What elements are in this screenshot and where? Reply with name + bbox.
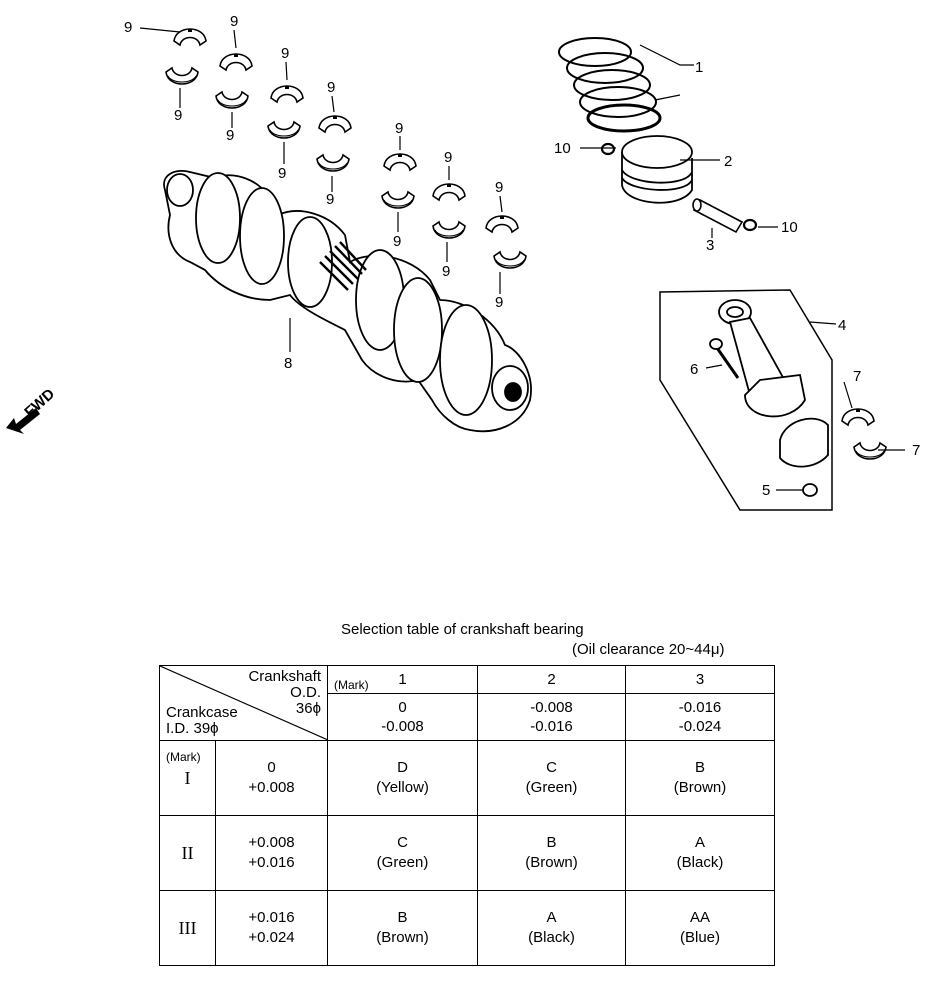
callout-9: 9	[395, 120, 403, 137]
piston	[621, 135, 693, 204]
bearing-cell: D (Yellow)	[327, 740, 478, 816]
bearing-cell: A (Black)	[477, 890, 626, 966]
callout-9: 9	[327, 79, 335, 96]
connecting-rod-assembly	[659, 289, 833, 511]
callout-9: 9	[124, 19, 132, 36]
exploded-parts-diagram: FWD 9 9 9 9 9 9 9	[6, 13, 920, 511]
table-corner-header: Crankshaft O.D. 36ϕ Crankcase I.D. 39ϕ	[159, 665, 328, 741]
callout-9: 9	[393, 233, 401, 250]
piston-pin	[692, 198, 744, 234]
callout-9: 9	[230, 13, 238, 30]
mark-label: (Mark)	[334, 677, 369, 692]
rod-bearing-shells	[841, 408, 887, 460]
callout-3: 3	[706, 237, 714, 254]
crankshaft	[163, 170, 532, 433]
bearing-cell: B (Brown)	[625, 740, 775, 816]
row-mark-cell: (Mark) I	[159, 740, 216, 816]
bearing-cell: C (Green)	[477, 740, 626, 816]
callout-5: 5	[762, 482, 770, 499]
callout-9: 9	[226, 127, 234, 144]
bearing-selection-table: Crankshaft O.D. 36ϕ Crankcase I.D. 39ϕ (…	[159, 665, 775, 966]
fwd-label: FWD	[21, 385, 58, 421]
callout-6: 6	[690, 361, 698, 378]
bearing-cell: AA (Blue)	[625, 890, 775, 966]
callout-1: 1	[695, 59, 703, 76]
table-title: Selection table of crankshaft bearing	[341, 621, 584, 638]
row-range-cell: 0 +0.008	[215, 740, 328, 816]
row-range-cell: +0.008 +0.016	[215, 815, 328, 891]
callout-9: 9	[495, 179, 503, 196]
callout-4: 4	[838, 317, 846, 334]
crankcase-header: Crankcase I.D. 39ϕ	[166, 704, 238, 737]
row-range-cell: +0.016 +0.024	[215, 890, 328, 966]
callout-2: 2	[724, 153, 732, 170]
table-row: (Mark) I 0 +0.008 D (Yellow) C (Green) B…	[159, 740, 775, 816]
callout-9: 9	[174, 107, 182, 124]
callout-9: 9	[326, 191, 334, 208]
callout-9: 9	[444, 149, 452, 166]
piston-pin-clips	[600, 142, 758, 232]
bearing-cell: B (Brown)	[327, 890, 478, 966]
table-row: II +0.008 +0.016 C (Green) B (Brown) A (…	[159, 815, 775, 891]
leader-lines	[139, 27, 905, 491]
callout-9: 9	[442, 263, 450, 280]
callout-7: 7	[912, 442, 920, 459]
bearing-cell: B (Brown)	[477, 815, 626, 891]
callout-10: 10	[781, 219, 798, 236]
row-mark-cell: III	[159, 890, 216, 966]
table-row: III +0.016 +0.024 B (Brown) A (Black) AA…	[159, 890, 775, 966]
callout-9: 9	[281, 45, 289, 62]
callout-10: 10	[554, 140, 571, 157]
callout-8: 8	[284, 355, 292, 372]
callout-9: 9	[495, 294, 503, 311]
column-header-3: 3 -0.016 -0.024	[625, 665, 775, 741]
bearing-cell: A (Black)	[625, 815, 775, 891]
column-header-2: 2 -0.008 -0.016	[477, 665, 626, 741]
callout-numbers: 9 9 9 9 9 9 9 9 9 9 9 9 9 9 1 2 3 4 5 6 …	[124, 13, 920, 499]
row-mark-cell: II	[159, 815, 216, 891]
column-header-1: (Mark) 1 0 -0.008	[327, 665, 478, 741]
crankshaft-header: Crankshaft O.D. 36ϕ	[248, 668, 321, 717]
bearing-cell: C (Green)	[327, 815, 478, 891]
header-diagonal	[160, 666, 328, 740]
fwd-arrow-icon: FWD	[6, 385, 58, 434]
callout-9: 9	[278, 165, 286, 182]
callout-7: 7	[853, 368, 861, 385]
piston-rings	[558, 37, 662, 133]
table-subtitle: (Oil clearance 20~44μ)	[572, 641, 725, 658]
